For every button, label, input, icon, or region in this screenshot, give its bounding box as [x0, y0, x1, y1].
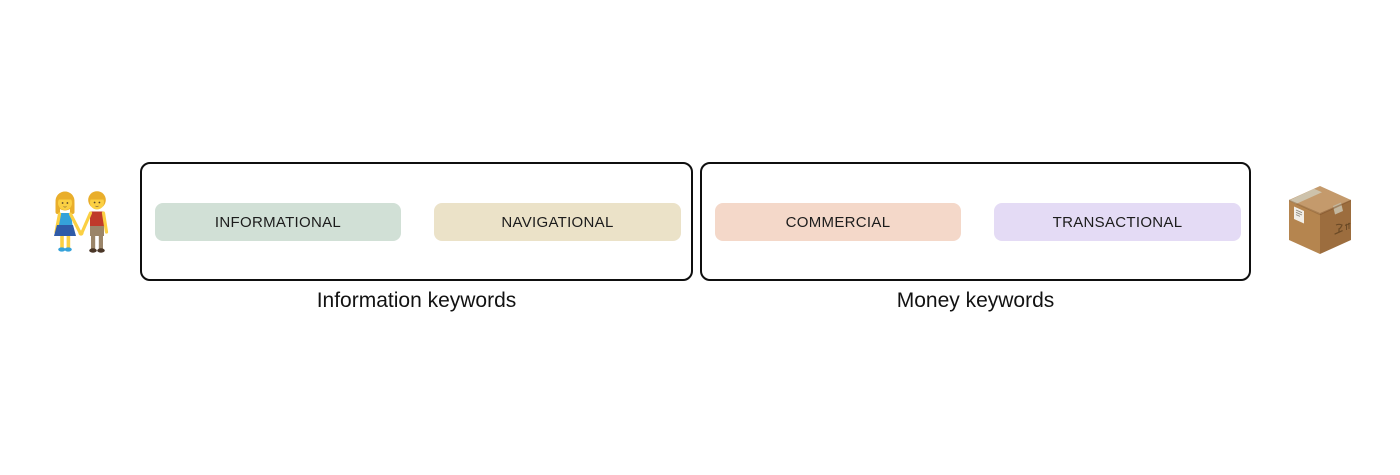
couple-emoji-graphic — [54, 191, 109, 253]
pill-transactional: TRANSACTIONAL — [994, 203, 1241, 241]
information-keywords-box: INFORMATIONAL NAVIGATIONAL — [140, 162, 693, 281]
pill-informational-label: INFORMATIONAL — [214, 213, 342, 231]
pill-commercial: COMMERCIAL — [715, 203, 961, 241]
pill-navigational: NAVIGATIONAL — [434, 203, 681, 241]
money-keywords-caption: Money keywords — [896, 289, 1055, 312]
pill-transactional-label: TRANSACTIONAL — [1052, 213, 1183, 231]
woman-and-man-holding-hands-icon — [44, 186, 118, 270]
information-keywords-caption: Information keywords — [316, 289, 517, 312]
pill-commercial-label: COMMERCIAL — [785, 213, 891, 231]
pill-informational: INFORMATIONAL — [155, 203, 401, 241]
package-emoji-graphic — [1289, 186, 1351, 254]
money-keywords-box: COMMERCIAL TRANSACTIONAL — [700, 162, 1251, 281]
pill-navigational-label: NAVIGATIONAL — [501, 213, 614, 231]
package-icon — [1280, 180, 1360, 264]
